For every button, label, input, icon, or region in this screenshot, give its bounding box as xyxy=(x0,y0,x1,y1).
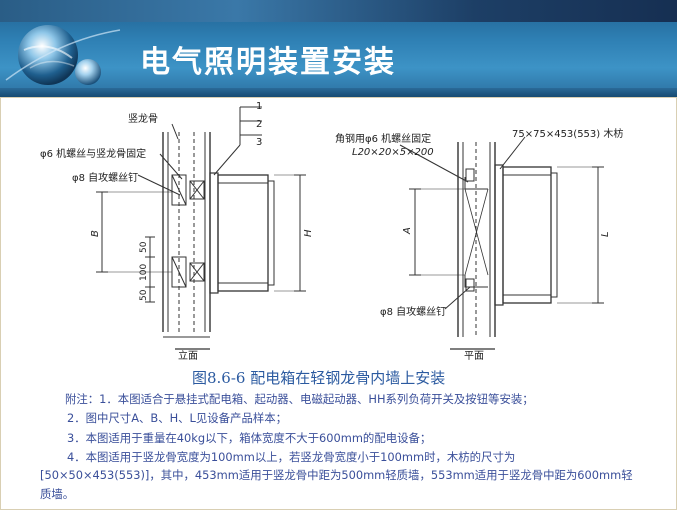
label-self-tapping-screw-right: φ8 自攻螺丝钉 xyxy=(380,305,446,318)
header-banner: 电气照明装置安装 xyxy=(0,0,677,97)
callout-1: 1 xyxy=(256,101,262,112)
note-line-5: [50×50×453(553)]，其中，453mm适用于竖龙骨中距为500mm轻… xyxy=(40,468,633,482)
label-vertical-keel: 竖龙骨 xyxy=(128,112,158,125)
label-self-tapping-screw-left: φ8 自攻螺丝钉 xyxy=(72,171,138,184)
dim-label-50-top: 50 xyxy=(139,241,149,253)
label-angle-steel-spec: L20×20×5×200 xyxy=(352,147,434,158)
label-screw-fix: φ6 机螺丝与竖龙骨固定 xyxy=(40,147,146,160)
left-elevation-view xyxy=(96,106,306,350)
note-line-6: 质墙。 xyxy=(40,487,75,501)
note-line-3: 3．本图适用于重量在40kg以下，箱体宽度不大于600mm的配电设备； xyxy=(67,431,432,445)
dim-label-A: A xyxy=(402,227,413,235)
dim-label-100: 100 xyxy=(139,264,149,281)
note-line-2: 2．图中尺寸A、B、H、L见设备产品样本； xyxy=(67,411,288,425)
dim-label-B: B xyxy=(90,230,101,237)
globe-logo-icon xyxy=(5,25,121,85)
dim-label-L: L xyxy=(600,231,611,237)
installation-diagram: 竖龙骨 φ6 机螺丝与竖龙骨固定 φ8 自攻螺丝钉 1 2 3 B 50 100… xyxy=(40,101,623,362)
header-bottom-band xyxy=(0,88,677,97)
figure-caption: 图8.6-6 配电箱在轻钢龙骨内墙上安装 xyxy=(192,369,446,387)
callout-2: 2 xyxy=(256,119,262,130)
dim-label-50-bottom: 50 xyxy=(139,289,149,301)
view-label-plan: 平面 xyxy=(464,351,484,362)
note-line-4: 4．本图适用于竖龙骨宽度为100mm以上，若竖龙骨宽度小于100mm时，木枋的尺… xyxy=(67,450,516,464)
slide-title: 电气照明装置安装 xyxy=(140,45,396,80)
dim-label-H: H xyxy=(303,229,314,237)
callout-3: 3 xyxy=(256,137,262,148)
label-angle-steel-fix: 角钢用φ6 机螺丝固定 xyxy=(335,132,431,145)
view-label-elevation: 立面 xyxy=(178,349,198,362)
label-wood-block: 75×75×453(553) 木枋 xyxy=(512,127,623,140)
content-area: 竖龙骨 φ6 机螺丝与竖龙骨固定 φ8 自攻螺丝钉 1 2 3 B 50 100… xyxy=(0,97,677,510)
note-line-1: 附注：1．本图适合于悬挂式配电箱、起动器、电磁起动器、HH系列负荷开关及按钮等安… xyxy=(65,392,534,406)
right-plan-view xyxy=(399,136,604,350)
header-stripe xyxy=(0,0,677,22)
